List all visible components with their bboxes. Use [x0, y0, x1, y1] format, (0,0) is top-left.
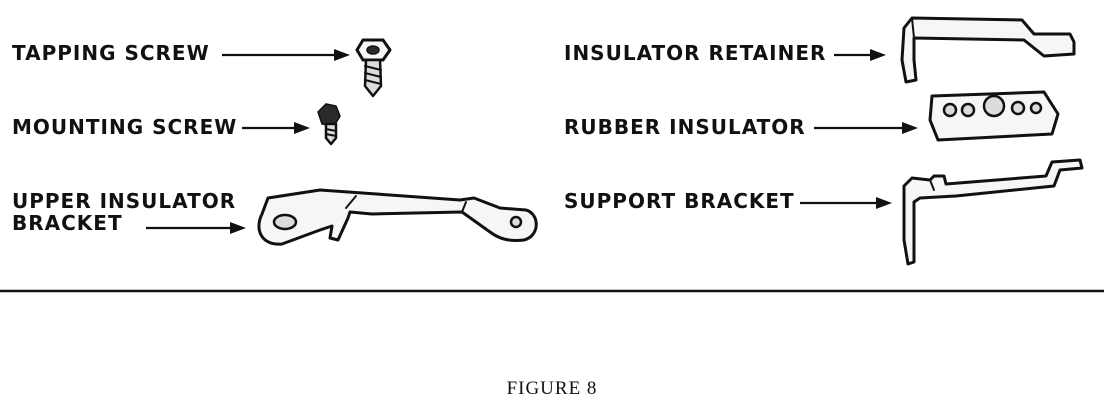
insulator-retainer-drawing: [900, 16, 1076, 84]
rubber-insulator-drawing: [928, 90, 1060, 142]
arrow-support-bracket: [800, 197, 892, 209]
arrow-insulator-retainer: [834, 49, 886, 61]
upper-insulator-bracket-drawing: [257, 188, 538, 246]
label-upper-insulator-bracket-line2: BRACKET: [12, 211, 123, 235]
label-mounting-screw: MOUNTING SCREW: [12, 115, 238, 139]
support-bracket-drawing: [902, 158, 1084, 266]
label-support-bracket: SUPPORT BRACKET: [564, 189, 795, 213]
label-insulator-retainer: INSULATOR RETAINER: [564, 41, 827, 65]
label-tapping-screw: TAPPING SCREW: [12, 41, 210, 65]
figure-caption: FIGURE 8: [506, 378, 598, 399]
label-upper-insulator-bracket-line1: UPPER INSULATOR: [12, 189, 237, 213]
arrow-mounting-screw: [242, 122, 310, 134]
arrow-tapping-screw: [222, 49, 350, 61]
label-rubber-insulator: RUBBER INSULATOR: [564, 115, 806, 139]
arrow-rubber-insulator: [814, 122, 918, 134]
mounting-screw-drawing: [317, 103, 341, 146]
tapping-screw-drawing: [355, 38, 392, 98]
arrow-upper-insulator-bracket: [146, 222, 246, 234]
